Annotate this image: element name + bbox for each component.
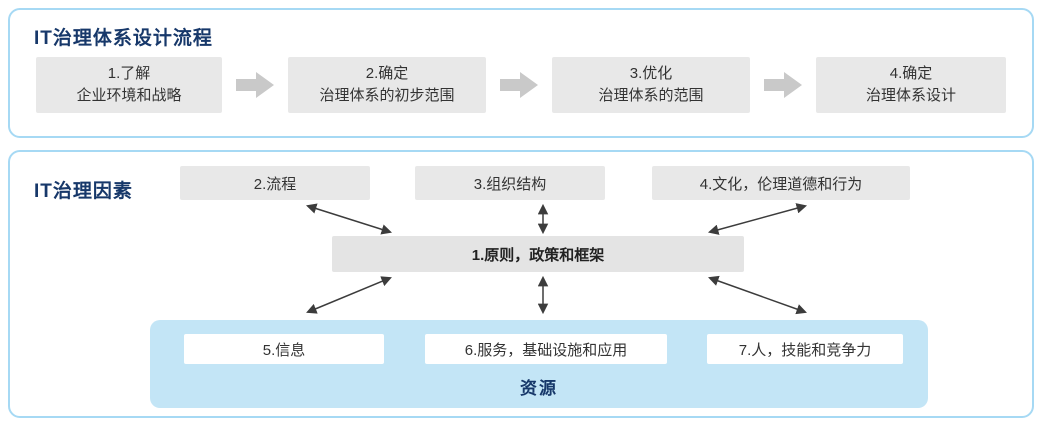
step-3-line2: 治理体系的范围	[598, 87, 704, 104]
flow-arrow-right-icon	[500, 72, 538, 98]
step-4-box: 4.确定 治理体系设计	[816, 57, 1006, 113]
top-panel-title: IT治理体系设计流程	[34, 28, 213, 49]
factor-services-infrastructure-box: 6.服务，基础设施和应用	[425, 334, 667, 364]
factor-information-box: 5.信息	[184, 334, 384, 364]
resource-label: 资源	[520, 379, 558, 398]
step-1-box: 1.了解 企业环境和战略	[36, 57, 222, 113]
step-1-line1: 1.了解	[107, 64, 151, 82]
step-4-line2: 治理体系设计	[865, 87, 956, 104]
process-flow: 1.了解 企业环境和战略 2.确定 治理体系的初步范围 3.优化 治理体系的范围	[36, 56, 1006, 114]
governance-factors-panel: IT治理因素 2.流程 3.组织结构 4.文化，伦理道德和行为 1.原则，政策和…	[8, 150, 1034, 418]
factor-principles-policies-box: 1.原则，政策和框架	[332, 236, 744, 272]
factor-org-structure-box: 3.组织结构	[415, 166, 605, 200]
bottom-panel-title: IT治理因素	[34, 181, 133, 202]
factor-culture-ethics-box: 4.文化，伦理道德和行为	[652, 166, 910, 200]
flow-arrow-right-icon	[764, 72, 802, 98]
factor-process-box: 2.流程	[180, 166, 370, 200]
factor-people-skills-box: 7.人，技能和竞争力	[707, 334, 903, 364]
step-2-line1: 2.确定	[365, 64, 409, 82]
step-3-box: 3.优化 治理体系的范围	[552, 57, 750, 113]
step-1-line2: 企业环境和战略	[76, 87, 182, 104]
step-2-line2: 治理体系的初步范围	[319, 87, 455, 104]
design-process-panel: IT治理体系设计流程 1.了解 企业环境和战略 2.确定 治理体系的初步范围 3…	[8, 8, 1034, 138]
flow-arrow-right-icon	[236, 72, 274, 98]
step-2-box: 2.确定 治理体系的初步范围	[288, 57, 486, 113]
step-3-line1: 3.优化	[629, 64, 673, 82]
step-4-line1: 4.确定	[889, 64, 933, 82]
